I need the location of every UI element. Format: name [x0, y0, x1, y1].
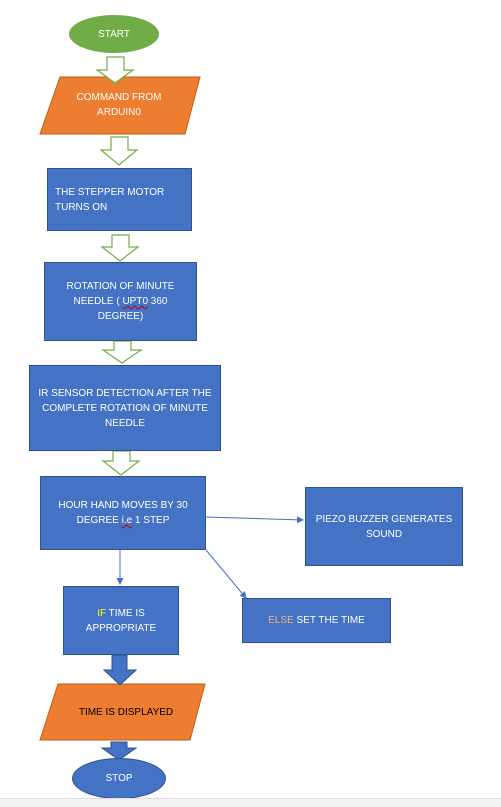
- rotation-text-b: UPT0: [122, 296, 148, 307]
- start-label: START: [98, 28, 130, 40]
- motor-on-label: THE STEPPER MOTOR TURNS ON: [55, 186, 165, 213]
- solid-arrow-if-to-displayed: [102, 654, 138, 686]
- block-arrow-5: [101, 450, 141, 476]
- displayed-label: TIME IS DISPLAYED: [78, 706, 174, 718]
- ir-sensor-label: IR SENSOR DETECTION AFTER THE COMPLETE R…: [38, 387, 212, 429]
- block-arrow-3: [100, 234, 140, 262]
- motor-on-process: THE STEPPER MOTOR TURNS ON: [47, 168, 192, 231]
- command-label: COMMAND FROM ARDUIN0: [76, 92, 162, 118]
- bottom-edge-bar: [0, 798, 501, 807]
- block-arrow-2: [99, 136, 139, 166]
- if-label: IF TIME IS APPROPRIATE: [70, 606, 172, 636]
- displayed-parallelogram: [39, 683, 206, 741]
- connector-to-piezo: [205, 516, 304, 524]
- hour-hand-label: HOUR HAND MOVES BY 30 DEGREE i.e 1 STEP: [47, 498, 199, 528]
- solid-arrow-displayed-to-stop: [100, 741, 138, 761]
- if-process: IF TIME IS APPROPRIATE: [63, 586, 179, 655]
- stop-label: STOP: [105, 773, 133, 784]
- stop-terminal: STOP: [72, 758, 166, 799]
- hour-hand-process: HOUR HAND MOVES BY 30 DEGREE i.e 1 STEP: [40, 476, 206, 550]
- rotation-label: ROTATION OF MINUTE NEEDLE ( UPT0 360 DEG…: [51, 279, 190, 324]
- else-process: ELSE SET THE TIME: [242, 598, 391, 643]
- block-arrow-1: [95, 56, 135, 84]
- rotation-process: ROTATION OF MINUTE NEEDLE ( UPT0 360 DEG…: [44, 262, 197, 341]
- if-keyword: IF: [97, 607, 107, 619]
- displayed-label-box: TIME IS DISPLAYED: [58, 688, 194, 736]
- piezo-process: PIEZO BUZZER GENERATES SOUND: [305, 487, 463, 566]
- connector-to-else: [205, 549, 247, 599]
- rotation-text-a: ROTATION OF MINUTE NEEDLE (: [66, 281, 175, 307]
- ir-sensor-process: IR SENSOR DETECTION AFTER THE COMPLETE R…: [29, 365, 221, 451]
- rotation-text-c: 360 DEGREE): [97, 296, 168, 322]
- hour-hand-text-b: i.e: [121, 515, 133, 526]
- else-keyword: ELSE: [268, 615, 294, 626]
- else-label: ELSE SET THE TIME: [268, 613, 365, 628]
- start-terminal: START: [69, 15, 159, 53]
- else-text: SET THE TIME: [293, 615, 365, 626]
- command-parallelogram: [39, 76, 201, 135]
- piezo-label: PIEZO BUZZER GENERATES SOUND: [315, 513, 453, 540]
- hour-hand-text-c: 1 STEP: [132, 515, 170, 526]
- block-arrow-4: [101, 340, 143, 364]
- command-label-box: COMMAND FROM ARDUIN0: [58, 82, 180, 128]
- hour-hand-text-a: HOUR HAND MOVES BY 30 DEGREE: [58, 500, 188, 526]
- if-text: TIME IS APPROPRIATE: [85, 607, 157, 634]
